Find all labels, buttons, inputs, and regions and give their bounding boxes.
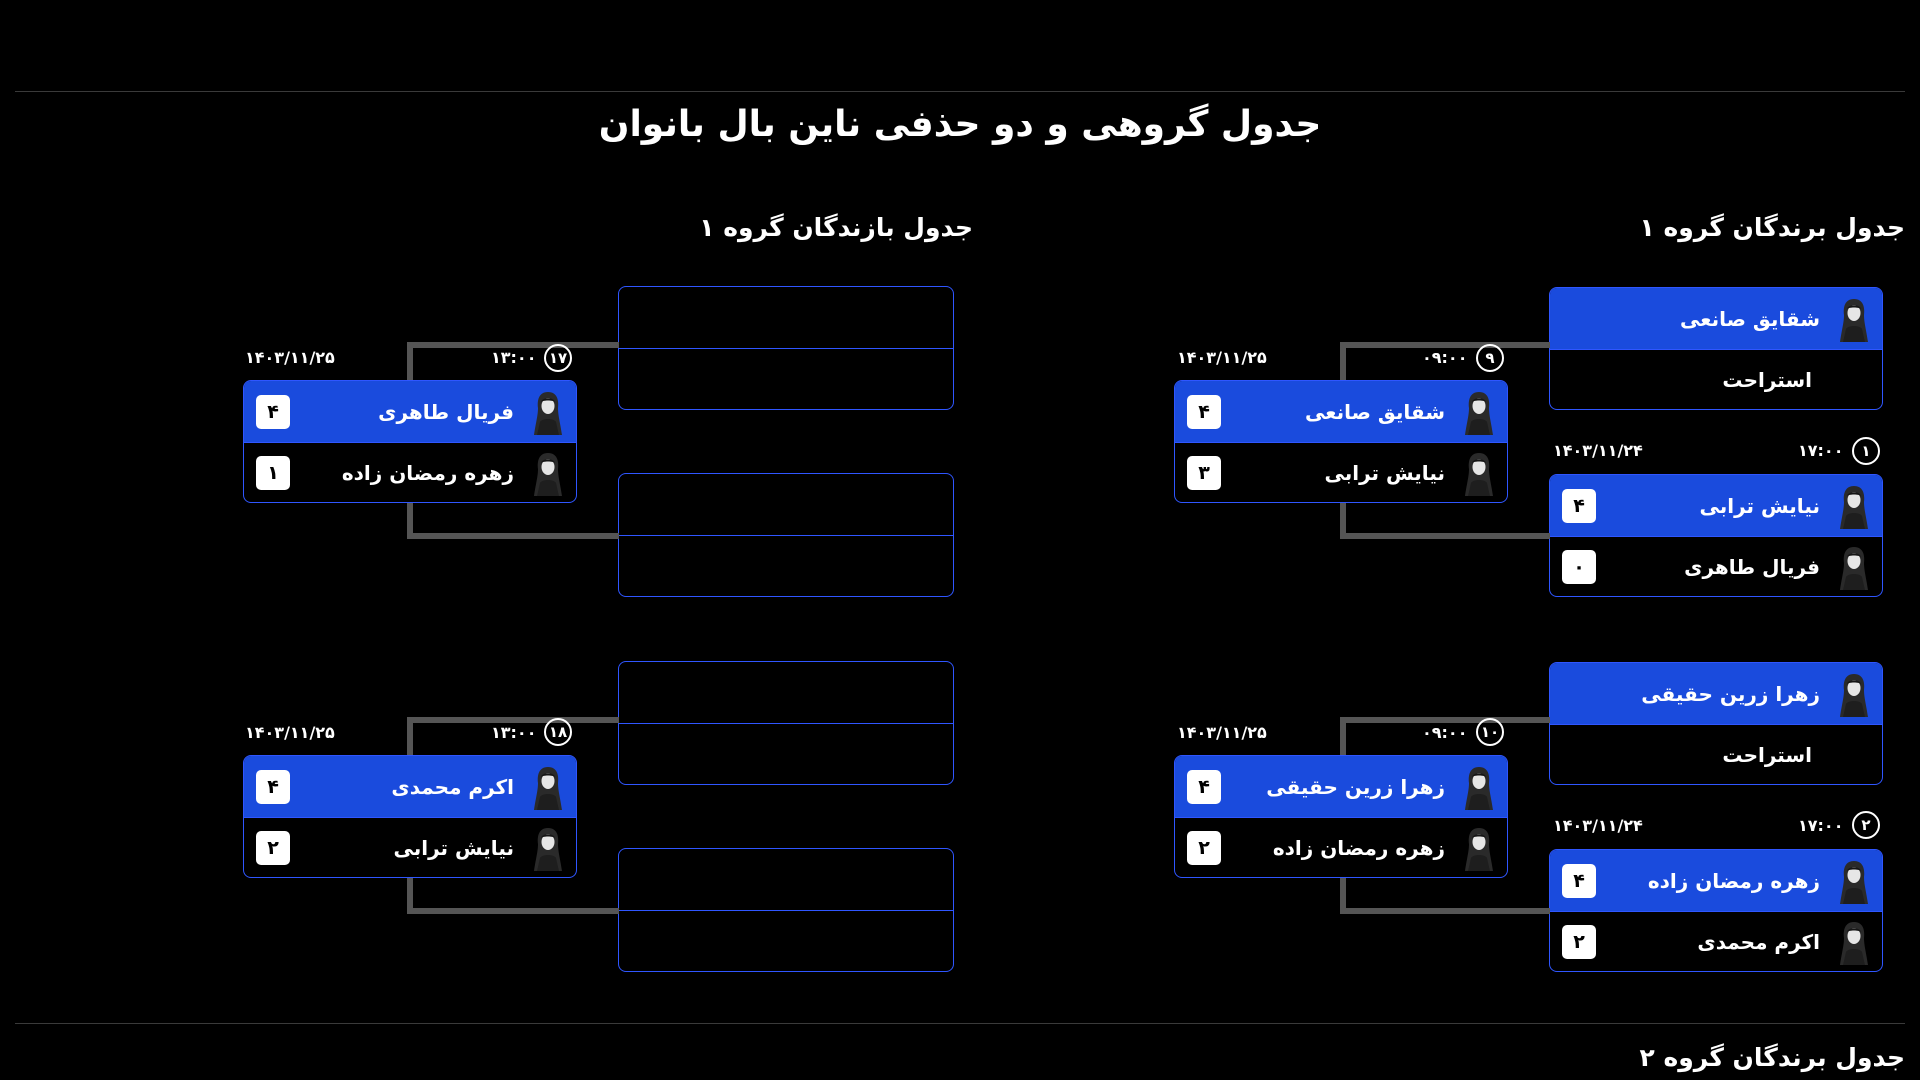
bye-player-row: شقایق صانعی (1550, 288, 1882, 349)
player-avatar (1838, 544, 1870, 590)
player-name: زهره رمضان زاده (341, 461, 514, 485)
player-name: زهره رمضان زاده (1647, 868, 1820, 893)
player-name: شقایق صانعی (1305, 399, 1445, 424)
empty-slot (618, 286, 954, 410)
player-score: ۳ (1187, 456, 1221, 490)
match-number-badge: ۱ (1852, 437, 1880, 465)
match-card-1[interactable]: نیایش ترابی ۴ فریال طاهری ۰ (1549, 474, 1883, 597)
bye-status-row: استراحت (1550, 349, 1882, 409)
player-avatar (1463, 450, 1495, 496)
match-player-row: شقایق صانعی ۴ (1175, 381, 1507, 442)
match-card-2[interactable]: زهره رمضان زاده ۴ اکرم محمدی ۲ (1549, 849, 1883, 972)
player-score: ۰ (1562, 550, 1596, 584)
player-name: نیایش ترابی (1699, 493, 1820, 518)
match-player-row: اکرم محمدی ۲ (1550, 911, 1882, 972)
match-player-row: فریال طاهری ۴ (244, 381, 576, 442)
match-player-row: نیایش ترابی ۴ (1550, 475, 1882, 536)
match-card-18[interactable]: اکرم محمدی ۴ نیایش ترابی ۲ (243, 755, 577, 878)
player-name: زهرا زرین حقیقی (1266, 774, 1445, 799)
empty-slot (618, 661, 954, 785)
match-player-row: زهره رمضان زاده ۱ (244, 442, 576, 503)
player-name: اکرم محمدی (1697, 930, 1820, 954)
match-date: ۱۴۰۳/۱۱/۲۴ (1553, 816, 1643, 835)
player-score: ۱ (256, 456, 290, 490)
player-avatar (1463, 764, 1495, 810)
match-time: ۱۷:۰۰ (1798, 816, 1844, 835)
empty-slot (618, 848, 954, 972)
player-avatar (1838, 483, 1870, 529)
match-player-row: فریال طاهری ۰ (1550, 536, 1882, 597)
player-avatar (1463, 825, 1495, 871)
match-number-badge: ۹ (1476, 344, 1504, 372)
match-number-badge: ۱۷ (544, 344, 572, 372)
top-divider (15, 91, 1905, 92)
match-date: ۱۴۰۳/۱۱/۲۵ (245, 723, 335, 742)
match-player-row: اکرم محمدی ۴ (244, 756, 576, 817)
player-score: ۲ (256, 831, 290, 865)
bye-label: استراحت (1722, 368, 1812, 392)
bye-label: استراحت (1722, 743, 1812, 767)
player-avatar (1838, 671, 1870, 717)
player-avatar (1463, 389, 1495, 435)
match-number-badge: ۲ (1852, 811, 1880, 839)
player-name: فریال طاهری (1684, 555, 1820, 579)
player-avatar (532, 825, 564, 871)
match-player-row: نیایش ترابی ۳ (1175, 442, 1507, 503)
match-date: ۱۴۰۳/۱۱/۲۵ (1177, 348, 1267, 367)
match-card-17[interactable]: فریال طاهری ۴ زهره رمضان زاده ۱ (243, 380, 577, 503)
player-score: ۴ (256, 394, 290, 429)
page-title: جدول گروهی و دو حذفی ناین بال بانوان (598, 104, 1322, 145)
player-name: اکرم محمدی (391, 774, 514, 799)
player-score: ۴ (1187, 394, 1221, 429)
match-time: ۱۳:۰۰ (491, 348, 537, 367)
match-player-row: زهره رمضان زاده ۴ (1550, 850, 1882, 911)
player-score: ۴ (1187, 769, 1221, 804)
match-date: ۱۴۰۳/۱۱/۲۵ (1177, 723, 1267, 742)
match-card-9[interactable]: شقایق صانعی ۴ نیایش ترابی ۳ (1174, 380, 1508, 503)
match-player-row: زهره رمضان زاده ۲ (1175, 817, 1507, 878)
empty-slot (618, 473, 954, 597)
player-name: زهره رمضان زاده (1272, 836, 1445, 860)
match-player-row: زهرا زرین حقیقی ۴ (1175, 756, 1507, 817)
match-card-10[interactable]: زهرا زرین حقیقی ۴ زهره رمضان زاده ۲ (1174, 755, 1508, 878)
player-name: نیایش ترابی (1324, 461, 1445, 485)
player-name: شقایق صانعی (1680, 306, 1820, 331)
player-avatar (532, 450, 564, 496)
bye-status-row: استراحت (1550, 724, 1882, 784)
section-title-winners-group1: جدول برندگان گروه ۱ (1639, 213, 1906, 242)
player-name: فریال طاهری (378, 399, 514, 424)
player-avatar (1838, 296, 1870, 342)
player-avatar (1838, 919, 1870, 965)
player-avatar (532, 764, 564, 810)
match-time: ۱۳:۰۰ (491, 723, 537, 742)
bye-card-a[interactable]: شقایق صانعی استراحت (1549, 287, 1883, 410)
player-score: ۴ (256, 769, 290, 804)
match-time: ۰۹:۰۰ (1422, 348, 1468, 367)
match-date: ۱۴۰۳/۱۱/۲۴ (1553, 441, 1643, 460)
match-number-badge: ۱۰ (1476, 718, 1504, 746)
match-time: ۱۷:۰۰ (1798, 441, 1844, 460)
player-score: ۲ (1187, 831, 1221, 865)
player-name: زهرا زرین حقیقی (1641, 681, 1820, 706)
section-title-winners-group2: جدول برندگان گروه ۲ (1639, 1043, 1906, 1072)
player-score: ۴ (1562, 488, 1596, 523)
player-name: نیایش ترابی (393, 836, 514, 860)
bottom-divider (15, 1023, 1905, 1024)
player-score: ۴ (1562, 863, 1596, 898)
player-avatar (532, 389, 564, 435)
section-title-losers-group1: جدول بازندگان گروه ۱ (699, 213, 973, 242)
match-date: ۱۴۰۳/۱۱/۲۵ (245, 348, 335, 367)
bye-player-row: زهرا زرین حقیقی (1550, 663, 1882, 724)
bye-card-b[interactable]: زهرا زرین حقیقی استراحت (1549, 662, 1883, 785)
player-score: ۲ (1562, 925, 1596, 959)
match-player-row: نیایش ترابی ۲ (244, 817, 576, 878)
match-time: ۰۹:۰۰ (1422, 723, 1468, 742)
player-avatar (1838, 858, 1870, 904)
match-number-badge: ۱۸ (544, 718, 572, 746)
